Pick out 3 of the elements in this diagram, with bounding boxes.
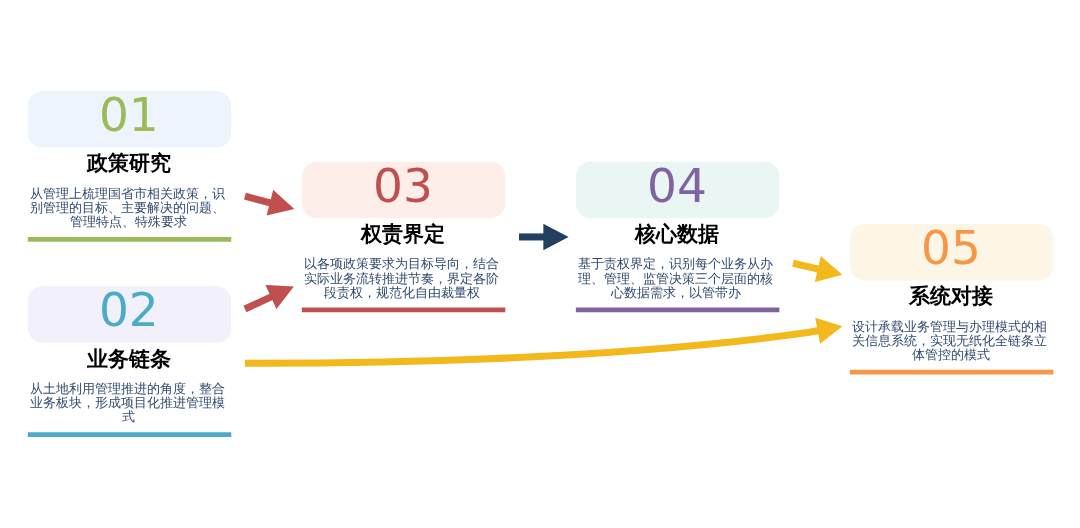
arrow <box>792 256 843 282</box>
arrow <box>243 284 294 313</box>
arrow <box>244 189 295 216</box>
